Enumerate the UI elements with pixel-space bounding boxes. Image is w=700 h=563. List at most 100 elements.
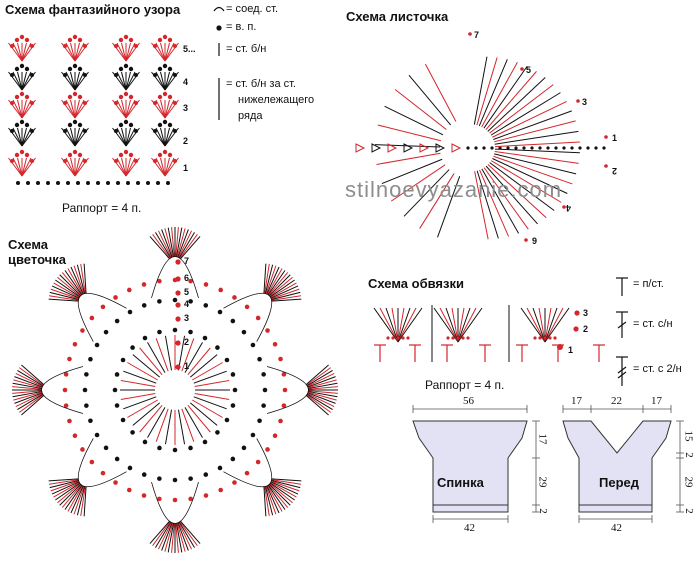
chain-dot [67, 37, 73, 43]
stitch-mark [12, 99, 23, 119]
chain-dot [114, 73, 118, 77]
chain-dot [602, 146, 606, 150]
chain-dot [72, 342, 78, 347]
chain-dot [157, 66, 163, 72]
stitch-mark [132, 354, 161, 378]
stitch-mark [164, 71, 170, 91]
chain-dot [548, 336, 552, 340]
chain-dot [406, 336, 410, 340]
chain-dot [188, 299, 193, 304]
chain-arc-icon [213, 6, 225, 12]
chain-dot [576, 99, 580, 103]
front-label: Перед [599, 475, 639, 490]
chain-dot [574, 310, 580, 316]
chain-dot [272, 342, 278, 347]
stitch-mark [474, 171, 489, 240]
flower-title-line1: Схема [8, 237, 49, 252]
chain-dot [172, 447, 178, 453]
stitch-mark [116, 71, 127, 91]
stitch-mark [177, 229, 189, 258]
chain-dot [114, 372, 120, 377]
stitch-mark [192, 399, 223, 418]
chain-dot [80, 447, 85, 452]
stitch-mark [176, 228, 186, 258]
front-top-width-middle: 22 [611, 395, 622, 407]
stitch-mark [175, 227, 183, 258]
stitch-mark [178, 230, 192, 259]
stitch-mark [70, 127, 76, 147]
petal-outline [223, 292, 273, 342]
stitch-mark [179, 520, 201, 544]
stitch-mark [267, 270, 286, 296]
legend-sl-st: = соед. ст. [226, 3, 279, 15]
stitch-mark [268, 272, 289, 296]
leaf-row-5: 5 [526, 65, 532, 75]
chain-dot [16, 181, 20, 185]
stitch-mark [164, 127, 170, 147]
front-bottom-width: 42 [611, 522, 622, 534]
chain-dot [456, 336, 460, 340]
chain-dot [255, 315, 261, 321]
stitch-mark [376, 152, 441, 165]
stitch-mark [116, 127, 127, 147]
legend-symbols [213, 6, 628, 386]
chain-dot [72, 433, 78, 438]
stitch-mark [125, 42, 136, 62]
stitch-mark [266, 268, 283, 295]
stitch-mark [544, 307, 552, 343]
triangle-mark [387, 143, 398, 153]
stitch-mark [193, 396, 227, 410]
flower-row-5: 5 [184, 287, 190, 297]
chain-dot [141, 303, 147, 308]
stitch-mark [21, 99, 27, 119]
chain-dot [173, 159, 177, 163]
stitch-mark [12, 390, 43, 394]
stitch-mark [155, 127, 166, 147]
stitch-mark [487, 164, 547, 219]
stitch-mark [50, 288, 80, 300]
back-bottom-width: 42 [464, 522, 475, 534]
chain-dot [202, 439, 208, 445]
stitch-mark [397, 307, 417, 343]
chain-dot [127, 487, 132, 493]
pattern-row-5: 5... [183, 44, 196, 54]
stitch-mark [177, 409, 186, 445]
chain-dot [153, 101, 157, 105]
chain-dot [281, 403, 287, 408]
stitch-mark [167, 227, 175, 258]
chain-dot [62, 387, 68, 393]
chain-dot [157, 329, 162, 335]
flower-chart [12, 227, 338, 553]
chain-dot [134, 73, 138, 77]
stitch-mark [377, 124, 442, 142]
stitch-mark [55, 279, 81, 298]
chain-dot [265, 447, 270, 452]
stitch-mark [187, 404, 211, 433]
chain-dot [14, 152, 20, 158]
stitch-mark [485, 165, 538, 225]
stitch-mark [121, 127, 127, 147]
stitch-mark [80, 263, 86, 294]
chain-dot [30, 159, 34, 163]
chain-dot [533, 336, 537, 340]
flower-row-4: 4 [184, 299, 190, 309]
stitch-mark [73, 265, 85, 295]
stitch-mark [493, 155, 573, 185]
stitch-mark [70, 157, 76, 177]
stitch-mark [181, 408, 195, 442]
stitch-mark [476, 57, 498, 126]
stitch-mark [125, 71, 136, 91]
chain-dot [188, 329, 193, 335]
stitch-mark [617, 321, 627, 329]
stitch-mark [14, 392, 43, 404]
edging-title: Схема обвязки [368, 276, 464, 291]
stitch-mark [123, 370, 157, 384]
stitch-mark [17, 157, 23, 177]
stitch-mark [397, 307, 411, 343]
chain-dot [157, 278, 162, 284]
stitch-mark [269, 276, 293, 297]
chain-dot [557, 344, 563, 350]
stitch-mark [120, 379, 156, 388]
stitch-mark [59, 274, 82, 297]
